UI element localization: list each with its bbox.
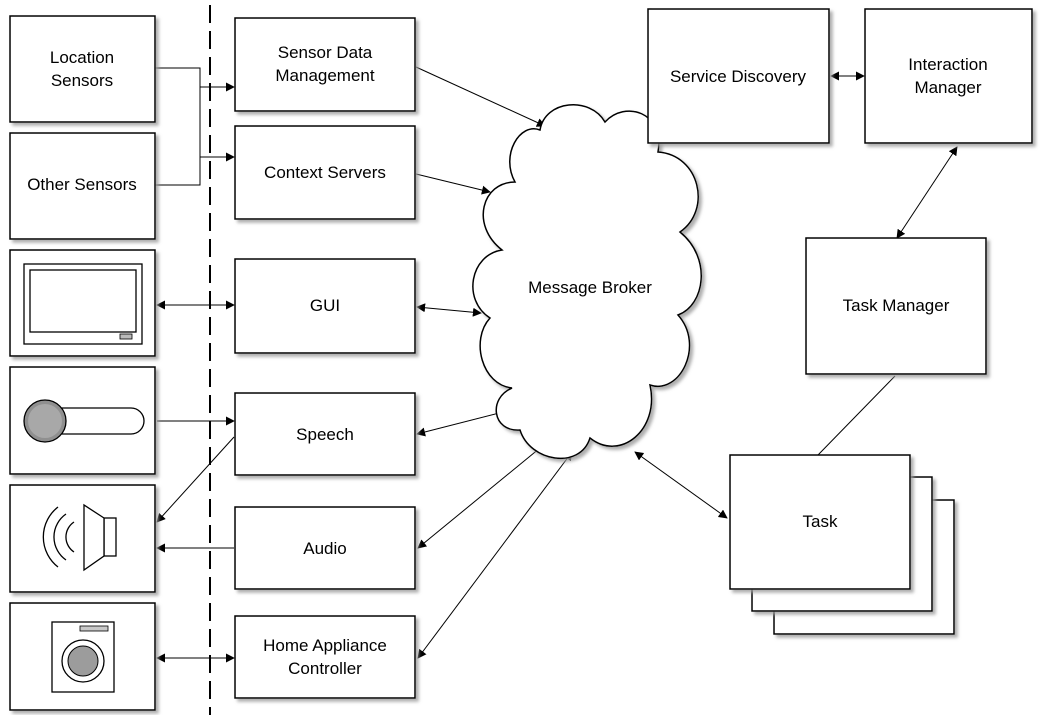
context-servers-label: Context Servers: [264, 163, 386, 182]
sdm-line1: Sensor Data: [278, 43, 373, 62]
connectors: [155, 66, 958, 663]
connector-location-sensors: [155, 67, 201, 186]
interaction-manager-line1: Interaction: [908, 55, 987, 74]
arrow-broker-task: [634, 451, 728, 519]
box-location-sensors: Location Sensors: [9, 15, 156, 123]
sdm-line2: Management: [275, 66, 375, 85]
washing-machine-icon: [51, 621, 115, 693]
box-service-discovery: Service Discovery: [647, 8, 830, 144]
message-broker-label: Message Broker: [528, 278, 652, 297]
microphone-icon: [23, 399, 145, 443]
arrow-broker-to-audio: [417, 447, 541, 549]
hac-line2: Controller: [288, 659, 362, 678]
arrow-speech-broker: [416, 407, 512, 437]
task-manager-label: Task Manager: [843, 296, 950, 315]
location-sensors-line2: Sensors: [51, 71, 113, 90]
other-sensors-label: Other Sensors: [27, 175, 137, 194]
speech-label: Speech: [296, 425, 354, 444]
arrow-interaction-taskmanager: [896, 146, 958, 239]
arrow-context-to-broker: [415, 173, 491, 195]
arrow-speech-to-speaker: [156, 436, 235, 523]
audio-label: Audio: [303, 539, 346, 558]
gui-label: GUI: [310, 296, 340, 315]
service-discovery-label: Service Discovery: [670, 67, 807, 86]
box-microphone-device: [9, 366, 156, 475]
arrow-sdm-to-broker: [415, 66, 546, 127]
box-home-appliance-controller: Home Appliance Controller: [234, 615, 416, 699]
task-label: Task: [803, 512, 838, 531]
interaction-manager-line2: Manager: [914, 78, 981, 97]
arrow-gui-broker: [416, 303, 482, 317]
arrow-appliance-broker: [417, 451, 573, 659]
box-task: Task: [729, 454, 911, 590]
hac-line1: Home Appliance: [263, 636, 387, 655]
box-audio: Audio: [234, 506, 416, 590]
box-speech: Speech: [234, 392, 416, 476]
task-stack: Task: [729, 454, 955, 635]
line-taskmanager-task: [817, 375, 896, 456]
message-broker-cloud: Message Broker: [472, 104, 702, 460]
box-monitor-device: [9, 249, 156, 357]
box-washing-machine-device: [9, 602, 156, 711]
box-interaction-manager: Interaction Manager: [864, 8, 1033, 144]
speaker-icon: [42, 503, 117, 572]
monitor-icon: [23, 263, 143, 345]
location-sensors-line1: Location: [50, 48, 114, 67]
box-task-manager: Task Manager: [805, 237, 987, 375]
box-context-servers: Context Servers: [234, 125, 416, 220]
box-other-sensors: Other Sensors: [9, 132, 156, 240]
box-sensor-data-management: Sensor Data Management: [234, 17, 416, 112]
box-speaker-device: [9, 484, 156, 593]
box-gui: GUI: [234, 258, 416, 354]
